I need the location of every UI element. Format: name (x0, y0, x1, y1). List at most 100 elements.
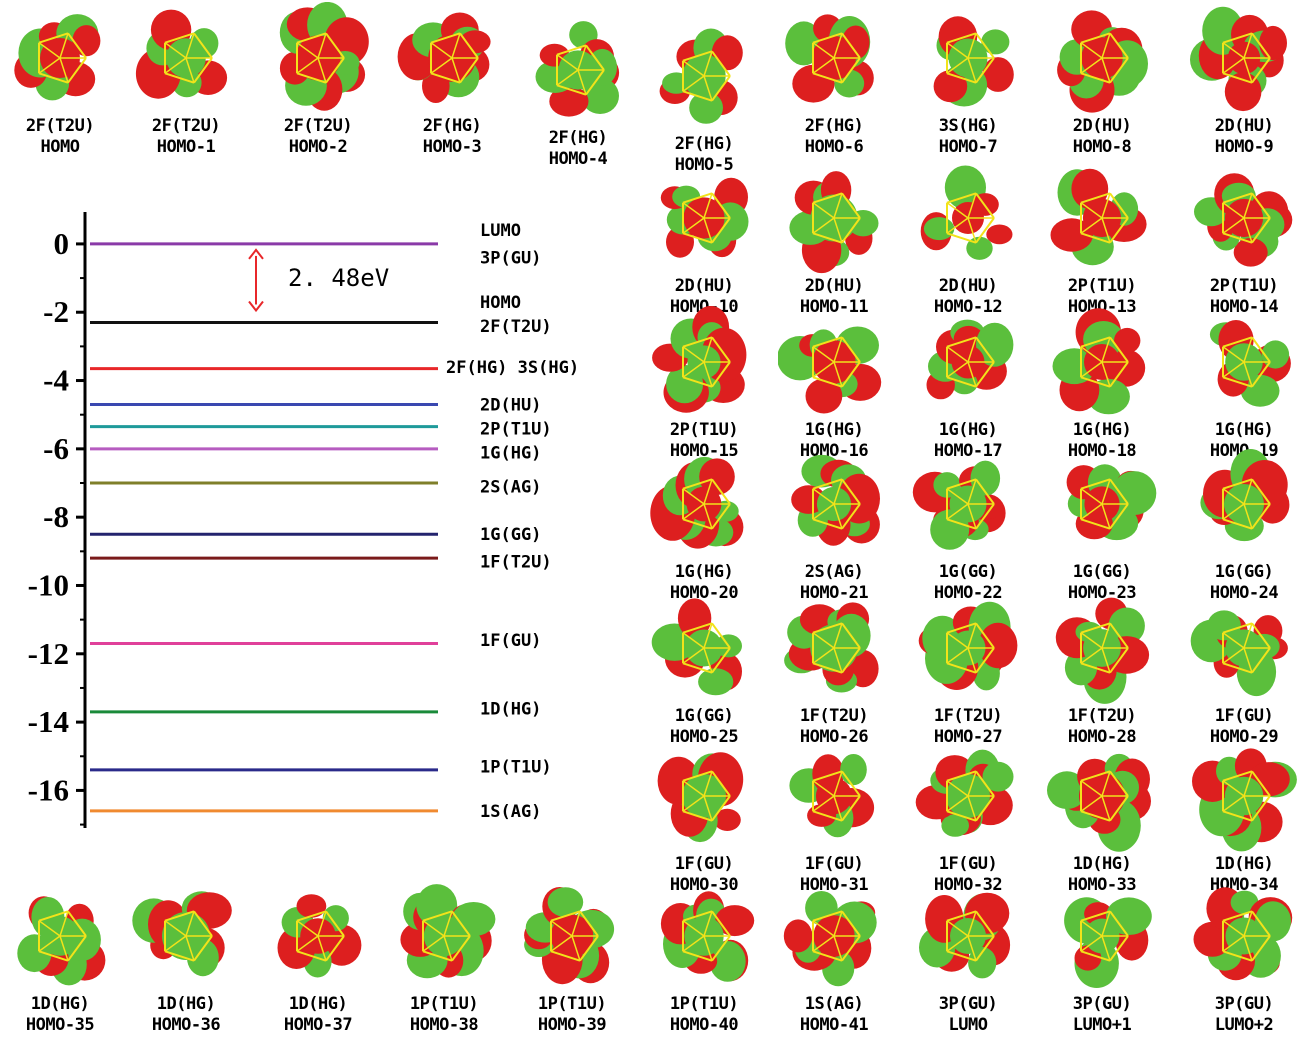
orbital-isosurface (1046, 306, 1158, 418)
y-tick-label: -2 (43, 294, 69, 329)
orbital-symmetry-label: 1F(GU) (770, 854, 898, 874)
orbital-cell: 2D(HU)HOMO-10 (648, 162, 760, 322)
orbital-symmetry-label: 2D(HU) (904, 276, 1032, 296)
orbital-symmetry-label: 2F(HG) (640, 134, 768, 154)
orbital-isosurface (648, 448, 760, 560)
orbital-symmetry-label: 1S(AG) (770, 994, 898, 1014)
orbital-isosurface (396, 2, 508, 114)
orbital-name-label: HOMO-8 (1038, 137, 1166, 157)
orbital-name-label: HOMO-3 (388, 137, 516, 157)
orbital-isosurface (648, 306, 760, 418)
orbital-cell: 1G(GG)HOMO-22 (912, 448, 1024, 608)
positive-lobe (784, 919, 813, 952)
level-label: 1F(T2U) (480, 553, 552, 573)
orbital-symmetry-label: 1G(HG) (770, 420, 898, 440)
orbital-symmetry-label: 1G(GG) (904, 562, 1032, 582)
orbital-cell: 2F(HG)HOMO-3 (396, 2, 508, 162)
orbital-symmetry-label: 2F(T2U) (0, 116, 124, 136)
level-label: 2S(AG) (480, 477, 541, 497)
orbital-cell: 1D(HG)HOMO-37 (262, 880, 374, 1040)
orbital-cell: 3P(GU)LUMO (912, 880, 1024, 1040)
orbital-symmetry-label: 1G(HG) (1180, 420, 1306, 440)
orbital-symmetry-label: 3P(GU) (1038, 994, 1166, 1014)
orbital-isosurface (778, 162, 890, 274)
orbital-symmetry-label: 2F(T2U) (122, 116, 250, 136)
level-label: HOMO (480, 293, 521, 313)
orbital-name-label: LUMO+1 (1038, 1015, 1166, 1035)
orbital-cell: 1P(T1U)HOMO-38 (388, 880, 500, 1040)
orbital-cell: 1F(T2U)HOMO-26 (778, 592, 890, 752)
orbital-isosurface (778, 306, 890, 418)
orbital-cell: 1S(AG)HOMO-41 (778, 880, 890, 1040)
orbital-cell: 3P(GU)LUMO+1 (1046, 880, 1158, 1040)
level-label: 1G(HG) (480, 443, 541, 463)
orbital-isosurface (912, 162, 1024, 274)
orbital-isosurface (912, 880, 1024, 992)
orbital-symmetry-label: 2P(T1U) (1038, 276, 1166, 296)
orbital-cell: 1G(GG)HOMO-23 (1046, 448, 1158, 608)
orbital-isosurface (778, 880, 890, 992)
orbital-isosurface (648, 20, 760, 132)
orbital-symmetry-label: 1G(HG) (1038, 420, 1166, 440)
orbital-name-label: HOMO-41 (770, 1015, 898, 1035)
level-label: 2F(HG) 3S(HG) (446, 358, 579, 378)
orbital-isosurface (1046, 740, 1158, 852)
orbital-isosurface (4, 880, 116, 992)
orbital-symmetry-label: 2F(T2U) (254, 116, 382, 136)
orbital-isosurface (1046, 880, 1158, 992)
orbital-name-label: HOMO-36 (122, 1015, 250, 1035)
orbital-isosurface (262, 880, 374, 992)
orbital-symmetry-label: 2F(HG) (770, 116, 898, 136)
orbital-symmetry-label: 1P(T1U) (380, 994, 508, 1014)
orbital-symmetry-label: 2D(HU) (770, 276, 898, 296)
orbital-name-label: HOMO-2 (254, 137, 382, 157)
orbital-symmetry-label: 2D(HU) (640, 276, 768, 296)
cage-bond (947, 233, 976, 242)
orbital-cell: 1D(HG)HOMO-35 (4, 880, 116, 1040)
orbital-isosurface (778, 592, 890, 704)
orbital-isosurface (778, 2, 890, 114)
orbital-isosurface (912, 306, 1024, 418)
level-label: 3P(GU) (480, 249, 541, 269)
level-label: 1S(AG) (480, 802, 541, 822)
negative-lobe (840, 754, 867, 785)
orbital-isosurface (1188, 2, 1300, 114)
orbital-cell: 2S(AG)HOMO-21 (778, 448, 890, 608)
y-tick-label: -8 (43, 499, 69, 534)
orbital-isosurface (648, 880, 760, 992)
orbital-symmetry-label: 1P(T1U) (508, 994, 636, 1014)
positive-lobe (1259, 26, 1287, 60)
orbital-cell: 1F(GU)HOMO-29 (1188, 592, 1300, 752)
orbital-cell: 3S(HG)HOMO-7 (912, 2, 1024, 162)
orbital-isosurface (912, 592, 1024, 704)
positive-lobe (986, 225, 1012, 245)
orbital-isosurface (4, 2, 116, 114)
orbital-name-label: HOMO-4 (514, 149, 642, 169)
orbital-symmetry-label: 2D(HU) (1038, 116, 1166, 136)
orbital-symmetry-label: 2F(HG) (514, 128, 642, 148)
orbital-name-label: LUMO+2 (1180, 1015, 1306, 1035)
orbital-symmetry-label: 1F(GU) (904, 854, 1032, 874)
orbital-symmetry-label: 1D(HG) (1038, 854, 1166, 874)
orbital-isosurface (516, 880, 628, 992)
orbital-name-label: HOMO-38 (380, 1015, 508, 1035)
orbital-cell: 1G(HG)HOMO-19 (1188, 306, 1300, 466)
y-tick-label: -14 (28, 704, 69, 739)
orbital-isosurface (1188, 880, 1300, 992)
orbital-symmetry-label: 1F(GU) (640, 854, 768, 874)
orbital-symmetry-label: 2F(HG) (388, 116, 516, 136)
orbital-symmetry-label: 3S(HG) (904, 116, 1032, 136)
orbital-cell: 2P(T1U)HOMO-15 (648, 306, 760, 466)
orbital-isosurface (1046, 592, 1158, 704)
orbital-name-label: HOMO-37 (254, 1015, 382, 1035)
orbital-symmetry-label: 1F(GU) (1180, 706, 1306, 726)
orbital-cell: 1D(HG)HOMO-33 (1046, 740, 1158, 900)
orbital-cell: 2P(T1U)HOMO-13 (1046, 162, 1158, 322)
orbital-cell: 1F(GU)HOMO-31 (778, 740, 890, 900)
orbital-isosurface (778, 740, 890, 852)
orbital-symmetry-label: 1G(GG) (640, 706, 768, 726)
positive-lobe (297, 894, 327, 918)
orbital-isosurface (1046, 2, 1158, 114)
orbital-isosurface (130, 2, 242, 114)
